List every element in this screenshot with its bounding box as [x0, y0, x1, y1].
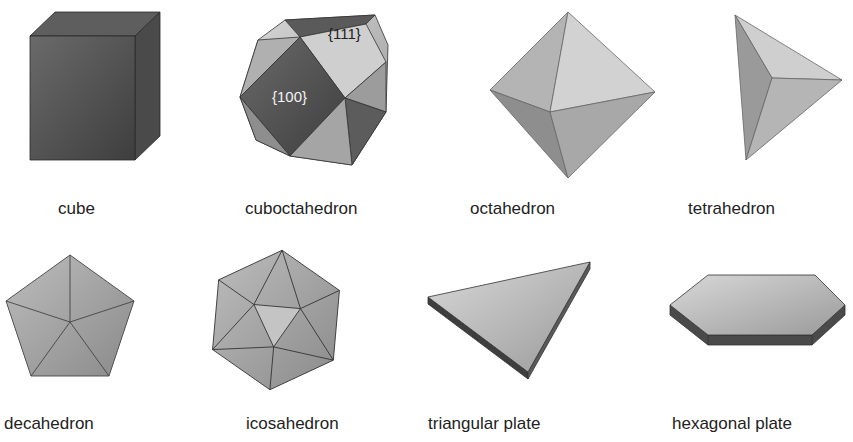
shape-label: decahedron — [4, 414, 94, 434]
icosahedron-face — [254, 305, 301, 347]
cuboctahedron-shape — [240, 15, 388, 165]
icosahedron-edge — [213, 347, 274, 350]
icosahedron-edge — [282, 250, 300, 308]
octahedron-shape — [490, 12, 655, 178]
shape-label: tetrahedron — [688, 199, 775, 219]
shape-label: cube — [58, 199, 95, 219]
shape-label: triangular plate — [428, 414, 540, 434]
shape-label: octahedron — [470, 199, 555, 219]
icosahedron-edge — [254, 250, 282, 304]
icosahedron-edge — [274, 347, 334, 360]
shape-label: icosahedron — [246, 414, 339, 434]
face-index: {100} — [272, 88, 307, 106]
shape-label: cuboctahedron — [245, 199, 357, 219]
face-index: {111} — [328, 25, 361, 43]
icosahedron-edge — [219, 280, 254, 305]
icosahedron-edge — [300, 290, 339, 308]
tetrahedron-shape — [735, 15, 842, 160]
icosahedron-edge — [270, 347, 274, 390]
triangular-plate-shape — [428, 262, 590, 379]
icosahedron-edge — [213, 305, 254, 350]
hexagonal-plate-shape — [670, 275, 845, 345]
icosahedron-shape — [213, 250, 340, 389]
icosahedron-outline — [213, 250, 340, 389]
icosahedron-edge — [300, 309, 333, 361]
shape-label: hexagonal plate — [672, 414, 792, 434]
decahedron-shape — [6, 255, 134, 376]
cube-shape — [30, 12, 160, 160]
